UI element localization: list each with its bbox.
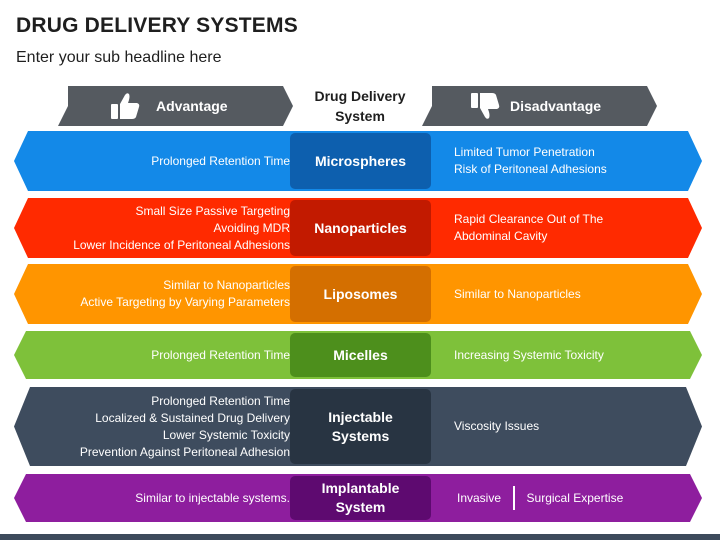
system-name: Injectable	[328, 408, 393, 425]
disadvantages: Rapid Clearance Out of The Abdominal Cav…	[454, 198, 669, 258]
advantages: Prolonged Retention Time	[44, 131, 290, 191]
system-name: Nanoparticles	[314, 219, 407, 236]
disadvantage-item: Surgical Expertise	[526, 490, 624, 505]
system-column-header: Drug Delivery System	[296, 86, 424, 126]
system-name: Micelles	[333, 346, 388, 363]
disadvantages: Similar to Nanoparticles	[454, 264, 669, 324]
advantage-item: Localized & Sustained Drug Delivery	[95, 410, 290, 425]
bottom-bar	[0, 534, 720, 540]
system-name: Microspheres	[314, 152, 407, 169]
advantage-item: Lower Systemic Toxicity	[162, 427, 290, 442]
row-microspheres: Prolonged Retention Time Microspheres Li…	[14, 131, 702, 191]
advantage-item: Prolonged Retention Time	[151, 347, 290, 362]
disadvantages: Increasing Systemic Toxicity	[454, 331, 669, 379]
row-injectable-systems: Prolonged Retention Time Localized & Sus…	[14, 387, 702, 466]
system-box: Nanoparticles	[290, 200, 431, 256]
advantage-item: Lower Incidence of Peritoneal Adhesions	[73, 237, 290, 252]
system-box: Microspheres	[290, 133, 431, 189]
page-title: DRUG DELIVERY SYSTEMS	[16, 14, 298, 37]
row-nanoparticles: Small Size Passive Targeting Avoiding MD…	[14, 198, 702, 258]
system-box: Implantable System	[290, 476, 431, 520]
system-name: Liposomes	[323, 285, 398, 302]
advantages: Prolonged Retention Time	[44, 331, 290, 379]
system-name: Implantable	[321, 480, 400, 496]
system-header-line-1: Drug Delivery	[314, 88, 406, 104]
divider	[513, 486, 515, 510]
advantage-item: Similar to injectable systems.	[135, 490, 290, 505]
system-name: Systems	[331, 427, 390, 444]
advantage-label: Advantage	[156, 98, 228, 114]
system-header-line-2: System	[335, 108, 385, 124]
disadvantage-item: Limited Tumor Penetration	[454, 145, 595, 159]
advantages: Small Size Passive Targeting Avoiding MD…	[44, 198, 290, 258]
system-name: System	[335, 499, 386, 515]
disadvantages: Viscosity Issues	[454, 387, 669, 466]
disadvantage-item: Increasing Systemic Toxicity	[454, 347, 604, 362]
advantage-item: Active Targeting by Varying Parameters	[80, 295, 290, 309]
disadvantage-item: Abdominal Cavity	[454, 229, 548, 243]
disadvantages: Limited Tumor Penetration Risk of Perito…	[454, 131, 669, 191]
advantages: Similar to Nanoparticles Active Targetin…	[44, 264, 290, 324]
system-box: Liposomes	[290, 266, 431, 322]
disadvantage-item: Invasive	[457, 490, 502, 505]
row-liposomes: Similar to Nanoparticles Active Targetin…	[14, 264, 702, 324]
advantages: Prolonged Retention Time Localized & Sus…	[44, 387, 290, 466]
disadvantage-header: Disadvantage	[422, 86, 657, 126]
row-micelles: Prolonged Retention Time Micelles Increa…	[14, 331, 702, 379]
disadvantage-label: Disadvantage	[510, 98, 602, 114]
advantage-item: Similar to Nanoparticles	[163, 278, 290, 292]
disadvantage-item: Viscosity Issues	[454, 419, 540, 433]
advantage-item: Avoiding MDR	[213, 220, 290, 235]
advantage-item: Small Size Passive Targeting	[135, 203, 290, 218]
disadvantage-item: Rapid Clearance Out of The	[454, 212, 604, 226]
disadvantage-item: Risk of Peritoneal Adhesions	[454, 162, 607, 176]
advantage-item: Prolonged Retention Time	[151, 393, 290, 408]
advantage-item: Prolonged Retention Time	[151, 153, 290, 168]
advantages: Similar to injectable systems.	[44, 474, 290, 522]
system-box: Micelles	[290, 333, 431, 377]
disadvantage-item: Similar to Nanoparticles	[454, 286, 581, 301]
disadvantages: Invasive Surgical Expertise	[457, 474, 672, 522]
page-subtitle: Enter your sub headline here	[16, 49, 222, 66]
system-box: Injectable Systems	[290, 389, 431, 464]
advantage-item: Prevention Against Peritoneal Adhesion	[79, 444, 290, 459]
advantage-header: Advantage	[58, 86, 293, 126]
row-implantable-system: Similar to injectable systems. Implantab…	[14, 474, 702, 522]
